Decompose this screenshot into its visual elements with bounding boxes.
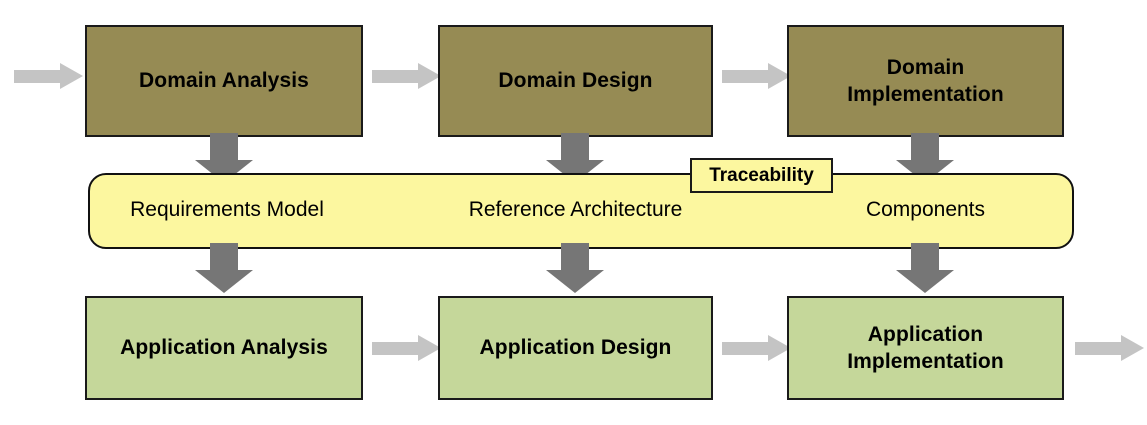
derive-arrow-components-to-application-implementation	[896, 243, 954, 293]
box-domain-implementation-line1: Domain	[886, 55, 965, 79]
arrow-shaft	[722, 70, 769, 83]
arrow-shaft	[911, 133, 939, 161]
traceability-callout[interactable]: Traceability	[690, 158, 833, 193]
flow-arrow-domain-analysis-to-design	[372, 63, 441, 89]
box-application-implementation-label: Application Implementation	[839, 321, 1012, 376]
flow-arrow-domain-design-to-implementation	[722, 63, 791, 89]
flow-arrow-application-design-to-implementation	[722, 335, 791, 361]
box-domain-design[interactable]: Domain Design	[438, 25, 713, 137]
arrow-head	[195, 270, 253, 293]
asset-reference-architecture-label: Reference Architecture	[468, 198, 683, 221]
arrow-head	[1121, 335, 1144, 361]
arrow-head	[546, 270, 604, 293]
derive-arrow-architecture-to-application-design	[546, 243, 604, 293]
flow-arrow-exit-application	[1075, 335, 1144, 361]
box-application-implementation[interactable]: Application Implementation	[787, 296, 1064, 400]
arrow-shaft	[372, 70, 419, 83]
box-application-analysis-label: Application Analysis	[120, 336, 328, 360]
box-application-design-label: Application Design	[479, 336, 672, 360]
box-application-analysis[interactable]: Application Analysis	[85, 296, 363, 400]
arrow-shaft	[1075, 342, 1122, 355]
arrow-head	[896, 270, 954, 293]
arrow-shaft	[14, 70, 61, 83]
arrow-shaft	[210, 243, 238, 271]
box-application-design[interactable]: Application Design	[438, 296, 713, 400]
arrow-head	[768, 335, 791, 361]
arrow-shaft	[911, 243, 939, 271]
box-domain-implementation[interactable]: Domain Implementation	[787, 25, 1064, 137]
traceability-label: Traceability	[709, 164, 814, 186]
arrow-head	[418, 63, 441, 89]
arrow-head	[418, 335, 441, 361]
flow-arrow-entry-domain	[14, 63, 83, 89]
arrow-head	[768, 63, 791, 89]
box-domain-implementation-label: Domain Implementation	[839, 54, 1012, 109]
asset-components-label: Components	[865, 198, 986, 221]
arrow-shaft	[372, 342, 419, 355]
box-domain-design-label: Domain Design	[498, 69, 653, 93]
arrow-head	[60, 63, 83, 89]
box-domain-implementation-line2: Implementation	[847, 83, 1004, 106]
arrow-shaft	[561, 243, 589, 271]
arrow-shaft	[210, 133, 238, 161]
derive-arrow-requirements-to-application-analysis	[195, 243, 253, 293]
flow-arrow-application-analysis-to-design	[372, 335, 441, 361]
box-application-implementation-line2: Implementation	[847, 350, 1004, 373]
box-domain-analysis-label: Domain Analysis	[139, 69, 309, 93]
arrow-shaft	[561, 133, 589, 161]
asset-requirements-model-label: Requirements Model	[130, 198, 324, 221]
arrow-shaft	[722, 342, 769, 355]
box-domain-analysis[interactable]: Domain Analysis	[85, 25, 363, 137]
box-application-implementation-line1: Application	[867, 322, 984, 346]
